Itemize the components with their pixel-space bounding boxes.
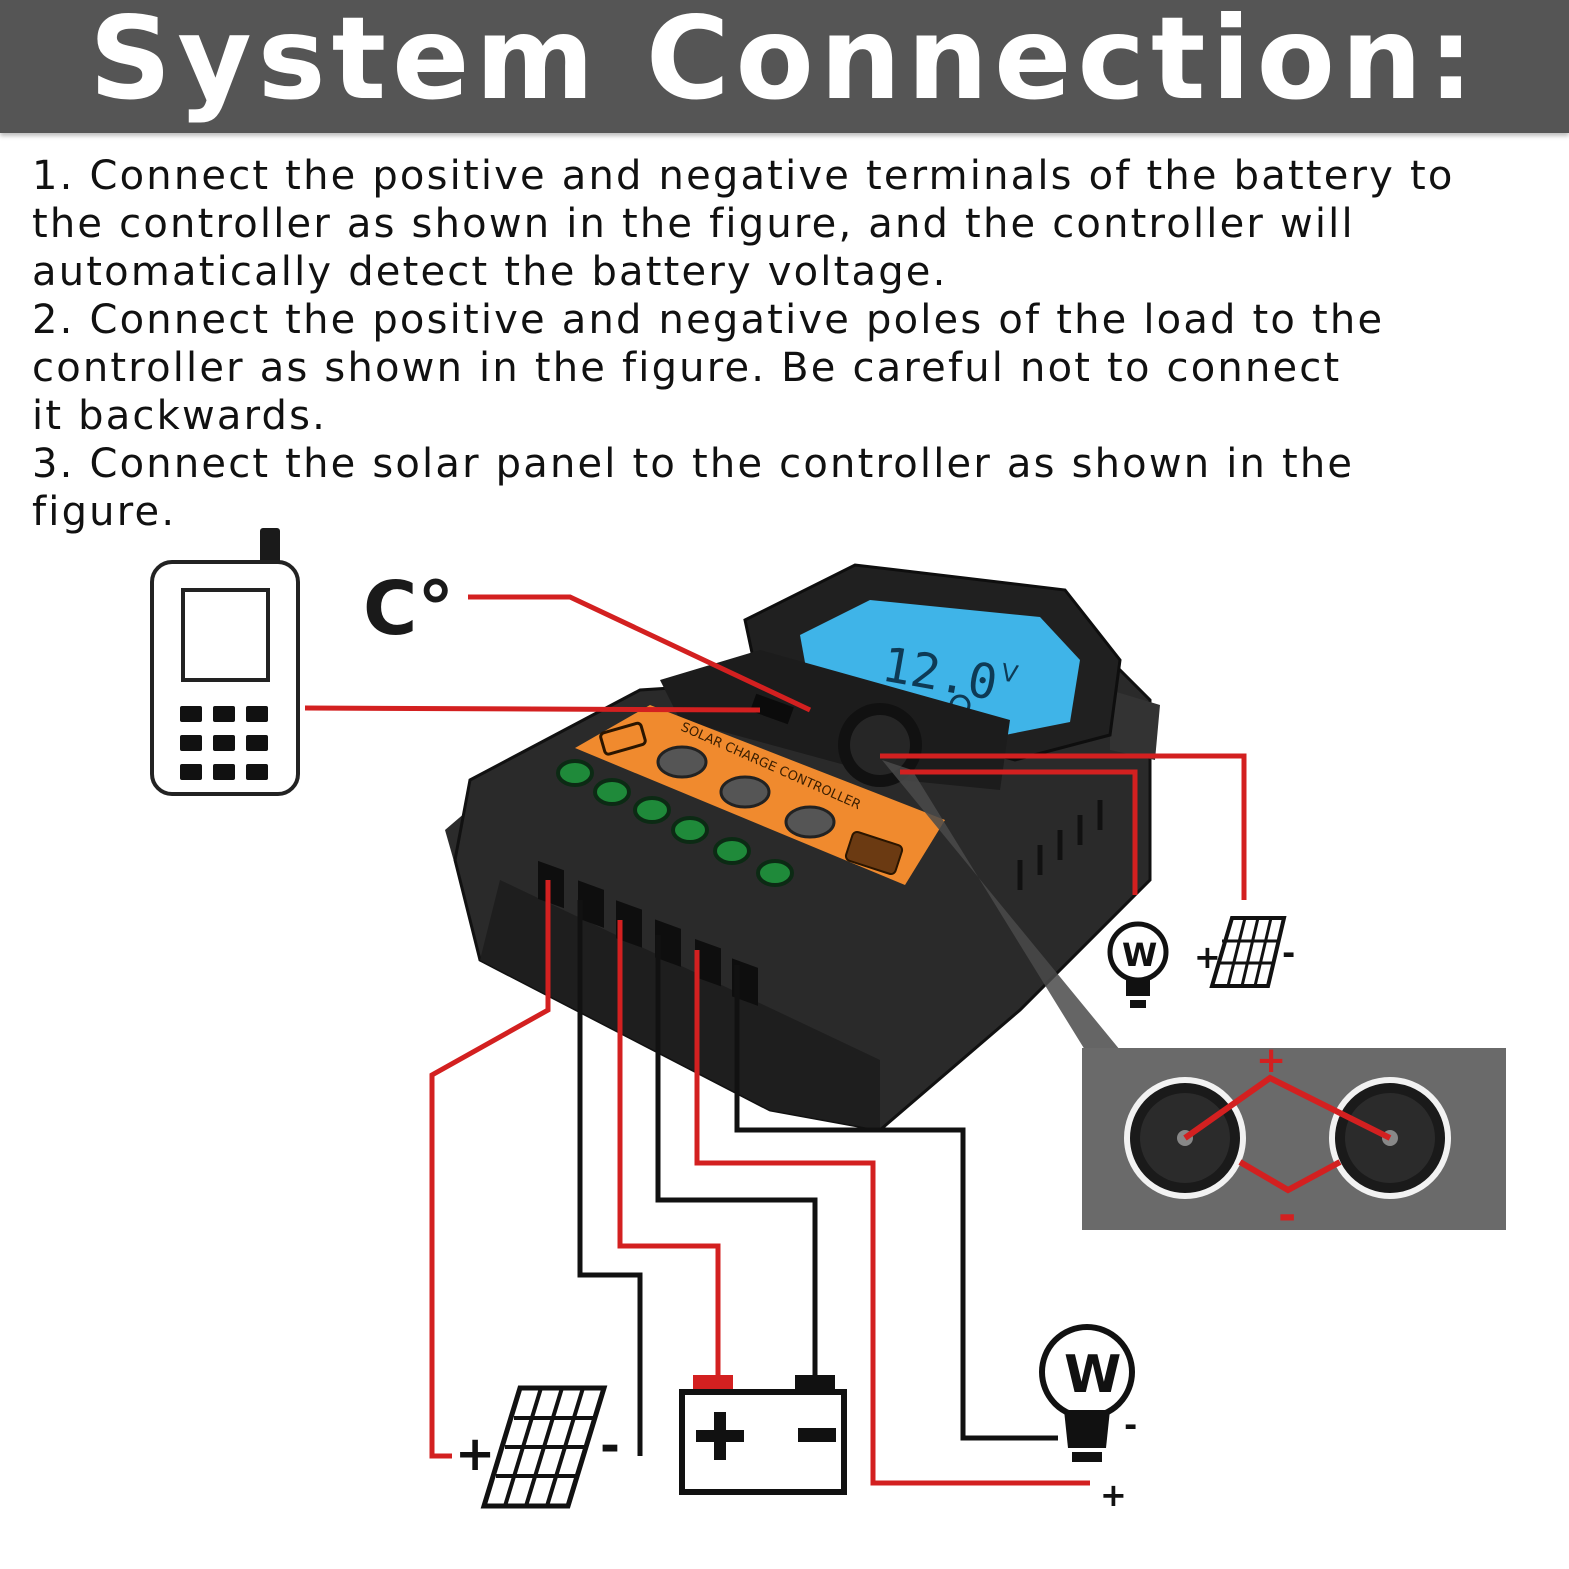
terminal-zoom-callout: + - xyxy=(882,760,1506,1241)
bulb-icon: W - + xyxy=(1039,1324,1137,1514)
instruction-line: automatically detect the battery voltage… xyxy=(32,249,948,295)
lcd-unit: V xyxy=(999,658,1021,689)
plus-sign: + xyxy=(1256,1040,1286,1081)
bulb-letter: W xyxy=(1122,936,1157,974)
small-solar-panel-icon: + - xyxy=(1194,916,1295,988)
title-bar xyxy=(0,0,1569,133)
temperature-label: C° xyxy=(363,566,454,652)
battery-icon xyxy=(679,1375,847,1495)
instruction-line: 1. Connect the positive and negative ter… xyxy=(32,153,1455,199)
wires xyxy=(304,594,1247,1486)
instruction-line: the controller as shown in the figure, a… xyxy=(32,201,1355,247)
minus-sign: - xyxy=(600,1418,620,1474)
plus-sign: + xyxy=(1100,1476,1127,1514)
instructions: 1. Connect the positive and negative ter… xyxy=(32,152,1542,536)
controller-button[interactable] xyxy=(719,775,771,809)
instruction-line: it backwards. xyxy=(32,393,328,439)
instruction-line: controller as shown in the figure. Be ca… xyxy=(32,345,1342,391)
controller-button[interactable] xyxy=(784,805,836,839)
instruction-line: 2. Connect the positive and negative pol… xyxy=(32,297,1385,343)
instruction-line: figure. xyxy=(32,489,177,535)
phone-icon xyxy=(150,528,300,796)
bulb-letter: W xyxy=(1064,1345,1121,1405)
minus-sign: - xyxy=(1124,1406,1137,1444)
controller-button[interactable] xyxy=(656,745,708,779)
solar-charge-controller: 12.0 V SOLAR CHARGE CONTROLLER xyxy=(445,563,1160,1132)
instruction-line: 3. Connect the solar panel to the contro… xyxy=(32,441,1355,487)
minus-sign: - xyxy=(1278,1190,1296,1241)
plus-sign: + xyxy=(455,1426,495,1482)
page-title: System Connection: xyxy=(89,0,1480,125)
minus-sign: - xyxy=(1282,934,1295,972)
small-bulb-icon: W xyxy=(1107,921,1169,1008)
solar-panel-icon: + - xyxy=(455,1385,620,1509)
